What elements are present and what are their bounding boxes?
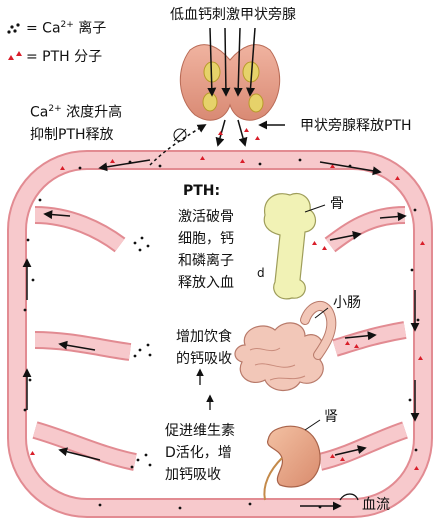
pth-effect-text: 激活破骨 细胞，钙 和磷离子 释放入血 bbox=[178, 209, 234, 291]
pth-molecules-in-blood bbox=[30, 156, 425, 470]
legend bbox=[7, 23, 22, 60]
kidney-illustration bbox=[263, 419, 321, 501]
top-title: 低血钙刺激甲状旁腺 bbox=[170, 7, 296, 23]
blood-flow-pointer bbox=[339, 493, 359, 501]
bone-d-marker: d bbox=[257, 266, 265, 280]
intestine-illustration bbox=[234, 301, 337, 391]
calcium-ions-in-blood bbox=[23, 158, 420, 510]
bone-illustration bbox=[263, 192, 326, 300]
intestine-absorption-markers bbox=[133, 341, 359, 358]
kidney-label: 肾 bbox=[324, 409, 338, 425]
kidney-reabsorption-markers bbox=[130, 453, 345, 469]
stimulus-arrows bbox=[207, 27, 256, 97]
bone-release-markers bbox=[133, 236, 327, 252]
pth-heading: PTH: bbox=[183, 183, 221, 199]
kidney-effect-text: 促进维生素 D活化，增 加钙吸收 bbox=[165, 423, 235, 483]
pth-release-arrows bbox=[215, 119, 285, 147]
effect-arrows bbox=[196, 368, 214, 410]
intestine-effect-text: 增加饮食 的钙吸收 bbox=[176, 329, 232, 367]
legend-ca-ion-label: = Ca2+ 离子 bbox=[26, 20, 107, 37]
blood-flow-arrows bbox=[22, 159, 420, 511]
ca-rise-note: Ca2+ 浓度升高 抑制PTH释放 bbox=[30, 104, 123, 143]
intestine-label: 小肠 bbox=[333, 295, 361, 311]
calcium-ion-legend-icon bbox=[7, 23, 20, 34]
feedback-inhibition-arrow bbox=[149, 124, 207, 166]
pth-release-markers bbox=[218, 128, 260, 140]
pth-molecule-legend-icon bbox=[8, 51, 22, 60]
pth-release-label: 甲状旁腺释放PTH bbox=[300, 118, 412, 134]
parathyroid-gland-illustration bbox=[179, 44, 281, 121]
legend-pth-label: = PTH 分子 bbox=[26, 49, 103, 65]
bone-label: 骨 bbox=[330, 196, 344, 212]
blood-flow-label: 血流 bbox=[362, 497, 390, 513]
